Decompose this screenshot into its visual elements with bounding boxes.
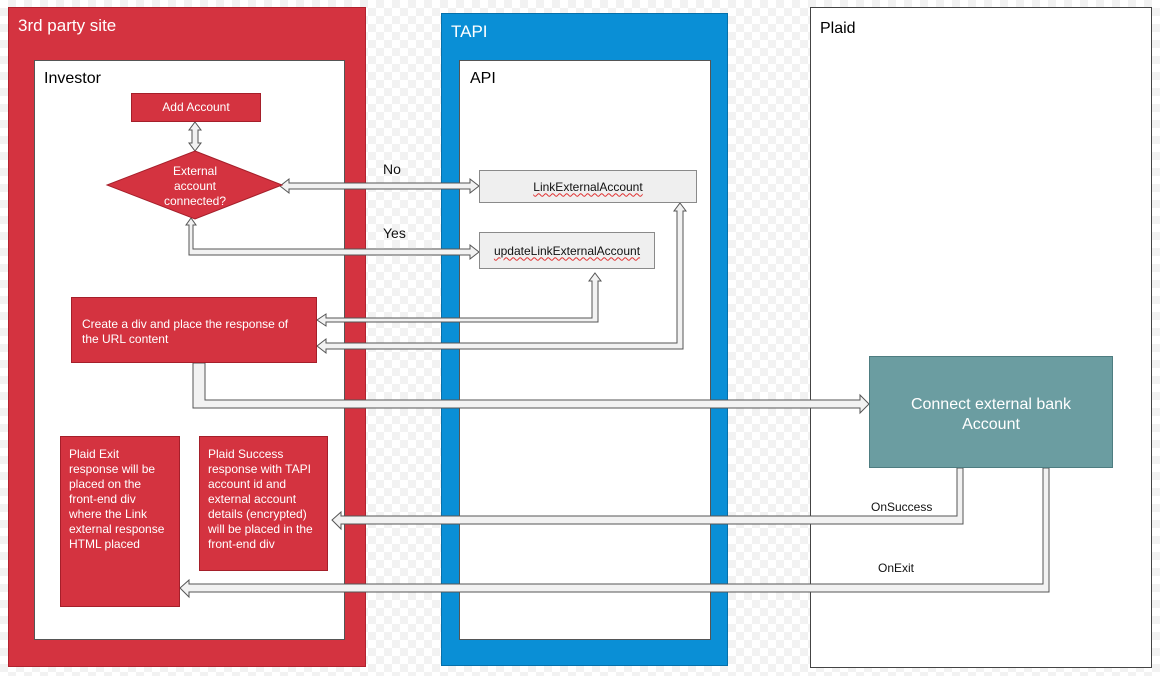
lane-investor-title: Investor — [44, 70, 101, 87]
connect-bank-label: Connect external bank Account — [910, 396, 1072, 433]
arrow-creatediv-connect — [192, 362, 870, 415]
lane-api-inner — [459, 60, 711, 640]
arrow-link-creatediv — [316, 202, 687, 355]
edge-label-yes: Yes — [383, 225, 406, 241]
update-link-external-account-node: updateLinkExternalAccount — [479, 232, 655, 269]
connect-bank-node: Connect external bank Account — [869, 356, 1113, 468]
update-link-external-account-label: updateLinkExternalAccount — [493, 243, 641, 258]
plaid-success-node: Plaid Success response with TAPI account… — [199, 436, 328, 571]
arrow-update-creatediv — [316, 272, 602, 327]
lane-plaid — [810, 7, 1152, 668]
decision-line-1: External — [172, 164, 218, 178]
create-div-node: Create a div and place the response of t… — [71, 297, 317, 363]
lane-third-party-title: 3rd party site — [18, 16, 117, 35]
add-account-node: Add Account — [131, 93, 261, 122]
add-account-label: Add Account — [162, 100, 230, 114]
arrow-decision-update — [185, 217, 480, 261]
plaid-exit-node: Plaid Exit response will be placed on th… — [60, 436, 180, 607]
lane-api-title: API — [470, 70, 496, 87]
link-external-account-node: LinkExternalAccount — [479, 170, 697, 203]
arrow-onexit — [179, 467, 1050, 599]
edge-label-no: No — [383, 161, 401, 177]
decision-line-3: connected? — [163, 194, 227, 208]
arrow-decision-link — [279, 177, 480, 195]
arrow-add-decision — [188, 121, 202, 152]
link-external-account-label: LinkExternalAccount — [533, 179, 643, 194]
lane-tapi-title: TAPI — [451, 22, 488, 41]
lane-plaid-title: Plaid — [820, 20, 856, 37]
plaid-exit-label: Plaid Exit response will be placed on th… — [69, 447, 165, 551]
decision-line-2: account — [173, 179, 217, 193]
create-div-label: Create a div and place the response of t… — [82, 317, 289, 346]
edge-label-onsuccess: OnSuccess — [871, 500, 933, 514]
arrow-onsuccess — [331, 467, 964, 531]
decision-label: External account connected? — [140, 164, 250, 209]
decision-diamond — [105, 150, 284, 220]
plaid-success-label: Plaid Success response with TAPI account… — [208, 447, 313, 551]
edge-label-onexit: OnExit — [878, 561, 915, 575]
